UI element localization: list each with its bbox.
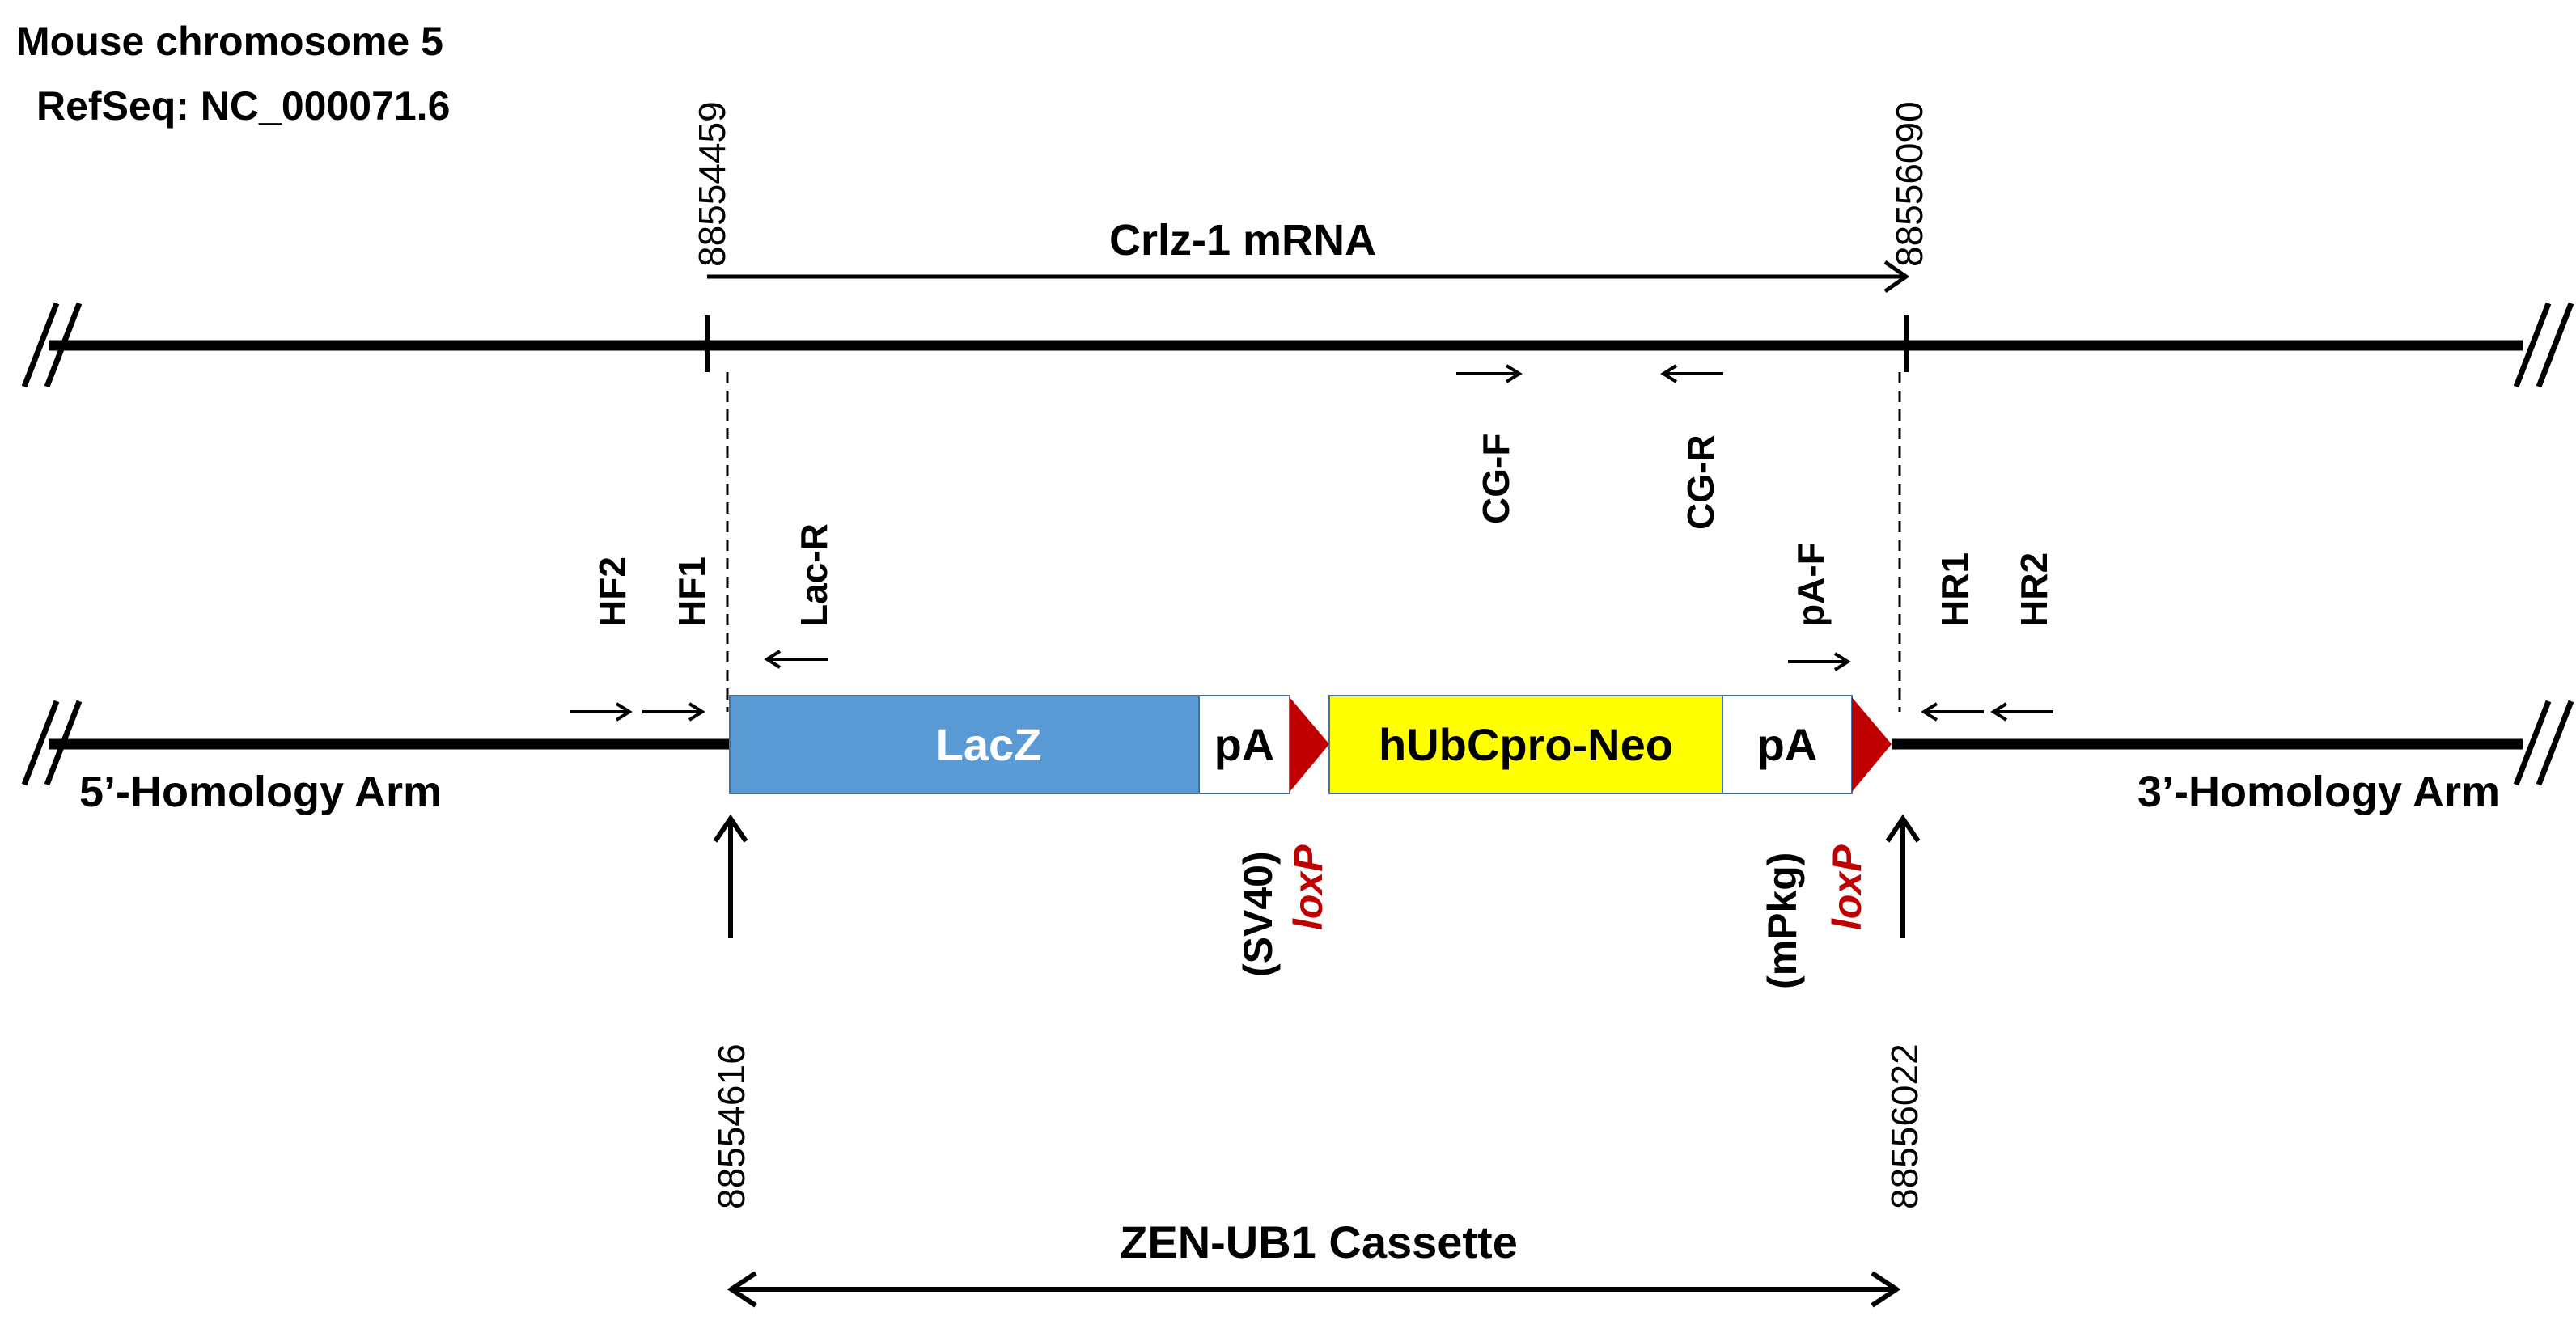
hr2-arrow bbox=[1990, 702, 2053, 722]
coord-mrna-end: 88556090 bbox=[1888, 101, 1930, 267]
pa-label-1: pA bbox=[1214, 719, 1275, 770]
cassette-label: ZEN-UB1 Cassette bbox=[1120, 1217, 1518, 1267]
mrna-label: Crlz-1 mRNA bbox=[1109, 216, 1376, 264]
cassette-start-arrow bbox=[713, 814, 748, 938]
loxp-label-1: loxP bbox=[1286, 844, 1331, 930]
header-refseq: RefSeq: NC_000071.6 bbox=[36, 83, 450, 129]
lacz-label: LacZ bbox=[936, 719, 1042, 770]
left-arm-label: 5’-Homology Arm bbox=[79, 768, 442, 816]
mrna-arrow bbox=[707, 260, 1910, 294]
primer-cg-r: CG-R bbox=[1680, 434, 1722, 530]
primer-hr1: HR1 bbox=[1934, 552, 1976, 627]
pa-box-2 bbox=[1722, 695, 1853, 794]
cg-r-arrow bbox=[1660, 364, 1723, 383]
pa-box-1 bbox=[1198, 695, 1290, 794]
lac-r-arrow bbox=[764, 650, 828, 669]
primer-hf2: HF2 bbox=[591, 556, 633, 627]
coord-mrna-start: 88554459 bbox=[691, 101, 733, 267]
cassette-end-arrow bbox=[1885, 814, 1921, 938]
coord-cassette-end: 88556022 bbox=[1883, 1043, 1926, 1209]
hr1-arrow bbox=[1921, 702, 1984, 722]
break-symbol-bottom-right bbox=[2513, 700, 2574, 786]
neo-box bbox=[1328, 695, 1723, 794]
chromosome-line bbox=[49, 315, 2523, 372]
primer-hr2: HR2 bbox=[2013, 552, 2055, 627]
loxp-triangle-2 bbox=[1852, 697, 1892, 792]
loxp-label-2: loxP bbox=[1824, 844, 1870, 930]
neo-label: hUbCpro-Neo bbox=[1379, 719, 1673, 770]
lacz-box bbox=[729, 695, 1200, 794]
right-arm-label: 3’-Homology Arm bbox=[2137, 768, 2500, 816]
primer-lac-r: Lac-R bbox=[793, 523, 835, 627]
coord-cassette-start: 88554616 bbox=[710, 1043, 752, 1209]
cassette-double-arrow bbox=[727, 1271, 1901, 1308]
hf1-arrow bbox=[642, 702, 705, 722]
break-symbol-top-right bbox=[2513, 302, 2574, 388]
primer-cg-f: CG-F bbox=[1475, 434, 1517, 524]
mpkg-label: (mPkg) bbox=[1760, 853, 1805, 989]
pa-f-arrow bbox=[1788, 652, 1851, 671]
break-symbol-top-left bbox=[21, 302, 83, 388]
primer-pa-f: pA-F bbox=[1790, 542, 1832, 627]
sv40-label: (SV40) bbox=[1235, 851, 1281, 977]
primer-hf1: HF1 bbox=[671, 556, 713, 627]
pa-label-2: pA bbox=[1757, 719, 1818, 770]
hf2-arrow bbox=[570, 702, 633, 722]
cg-f-arrow bbox=[1456, 364, 1523, 383]
break-symbol-bottom-left bbox=[21, 700, 83, 786]
header-title: Mouse chromosome 5 bbox=[16, 19, 443, 64]
loxp-triangle-1 bbox=[1290, 697, 1329, 792]
